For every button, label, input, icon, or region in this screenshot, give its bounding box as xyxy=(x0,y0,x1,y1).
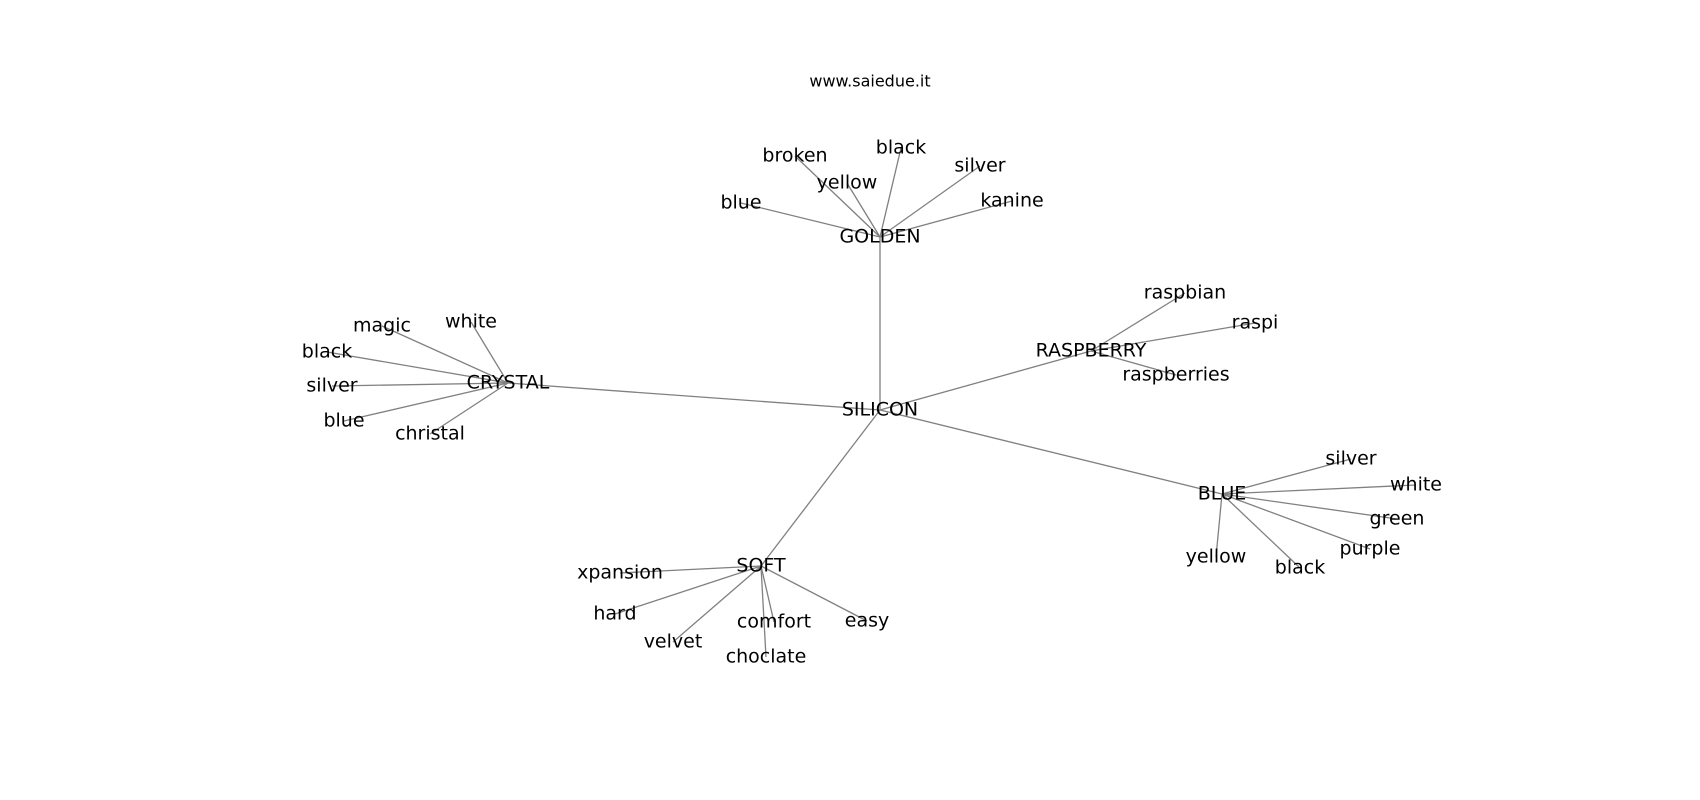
leaf-node-crystal-blue: blue xyxy=(323,410,364,432)
edge-raspberry-raspi xyxy=(1090,322,1256,352)
edge-crystal-black xyxy=(326,351,509,384)
leaf-node-soft-xpansion: xpansion xyxy=(577,562,663,584)
edge-blue-yellow xyxy=(1215,493,1223,558)
leaf-node-golden-broken: broken xyxy=(762,145,827,167)
leaf-node-soft-hard: hard xyxy=(593,603,636,625)
leaf-node-crystal-black: black xyxy=(302,341,352,363)
edge-soft-velvet xyxy=(672,565,762,643)
edge-crystal-magic xyxy=(381,325,509,384)
edge-golden-kanine xyxy=(879,200,1013,238)
edge-blue-white xyxy=(1221,484,1417,495)
leaf-node-golden-silver: silver xyxy=(954,155,1005,177)
group-node-blue: BLUE xyxy=(1198,483,1247,505)
edge-crystal-christal xyxy=(429,382,509,435)
labels: www.saiedue.it SILICON GOLDEN broken black s… xyxy=(302,72,1442,668)
edge-soft-easy xyxy=(760,565,868,622)
edges xyxy=(326,147,1417,658)
edge-soft-xpansion xyxy=(619,565,762,574)
group-node-soft: SOFT xyxy=(736,555,786,577)
leaf-node-soft-choclate: choclate xyxy=(726,646,807,668)
leaf-node-soft-easy: easy xyxy=(845,610,889,632)
edge-crystal-silver xyxy=(331,382,509,387)
leaf-node-soft-velvet: velvet xyxy=(644,631,703,653)
edge-raspberry-raspbian xyxy=(1090,292,1186,352)
edge-root-raspberry xyxy=(879,350,1092,411)
site-title: www.saiedue.it xyxy=(809,72,930,91)
edge-raspberry-raspberries xyxy=(1090,350,1177,376)
leaf-node-crystal-christal: christal xyxy=(395,423,465,445)
edge-soft-hard xyxy=(614,565,762,615)
edge-golden-silver xyxy=(879,165,981,238)
edge-soft-choclate xyxy=(760,565,767,658)
edge-golden-blue xyxy=(740,202,881,238)
edge-root-soft xyxy=(760,409,881,567)
group-node-crystal: CRYSTAL xyxy=(467,372,550,394)
edge-crystal-blue xyxy=(343,382,509,422)
leaf-node-blue-green: green xyxy=(1370,508,1425,530)
leaf-node-blue-silver: silver xyxy=(1325,448,1376,470)
edge-crystal-white xyxy=(470,321,509,384)
leaf-node-raspberry-raspbian: raspbian xyxy=(1144,282,1226,304)
leaf-node-raspberry-raspi: raspi xyxy=(1232,312,1279,334)
leaf-node-golden-kanine: kanine xyxy=(980,190,1043,212)
edge-root-blue xyxy=(879,409,1223,495)
leaf-node-crystal-white: white xyxy=(445,311,497,333)
leaf-node-blue-black: black xyxy=(1275,557,1325,579)
edge-root-crystal xyxy=(507,382,881,411)
leaf-node-blue-white: white xyxy=(1390,474,1442,496)
leaf-node-blue-purple: purple xyxy=(1340,538,1401,560)
edge-blue-silver xyxy=(1221,458,1352,495)
leaf-node-soft-comfort: comfort xyxy=(737,611,811,633)
edge-golden-yellow xyxy=(846,182,881,238)
group-node-raspberry: RASPBERRY xyxy=(1036,340,1147,362)
edge-blue-purple xyxy=(1221,493,1371,550)
leaf-node-crystal-magic: magic xyxy=(353,315,411,337)
leaf-node-golden-yellow: yellow xyxy=(817,172,878,194)
edge-blue-black xyxy=(1221,493,1301,569)
leaf-node-golden-black: black xyxy=(876,137,926,159)
leaf-node-golden-blue: blue xyxy=(720,192,761,214)
edge-golden-broken xyxy=(794,155,881,238)
edge-soft-comfort xyxy=(760,565,775,623)
leaf-node-crystal-silver: silver xyxy=(306,375,357,397)
leaf-node-blue-yellow: yellow xyxy=(1186,546,1247,568)
leaf-node-raspberry-raspberries: raspberries xyxy=(1122,364,1229,386)
group-node-golden: GOLDEN xyxy=(839,226,920,248)
root-node-label: SILICON xyxy=(842,399,918,421)
edge-blue-green xyxy=(1221,493,1398,520)
edge-golden-black xyxy=(879,147,902,238)
